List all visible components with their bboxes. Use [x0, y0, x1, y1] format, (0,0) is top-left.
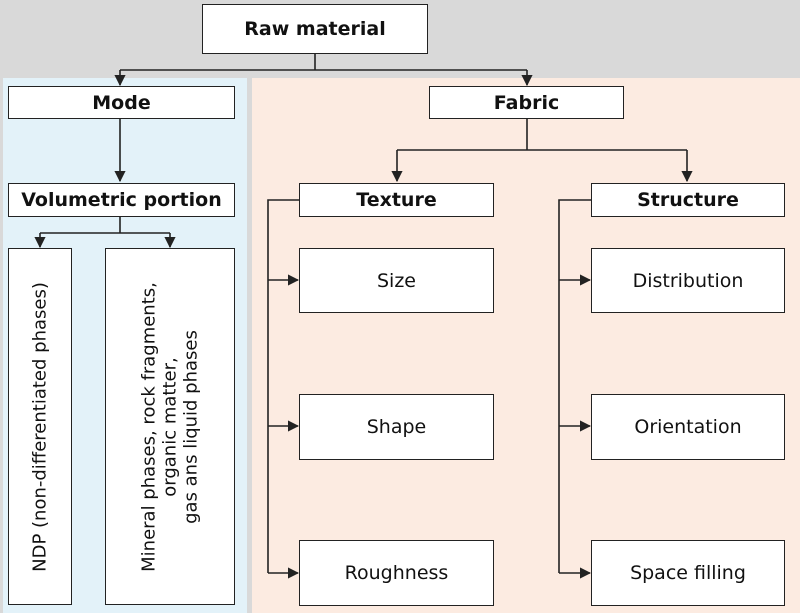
- raw-material-node: Raw material: [202, 4, 428, 54]
- fabric-panel: [252, 78, 800, 613]
- size-node: Size: [299, 248, 494, 313]
- shape-node: Shape: [299, 394, 494, 460]
- connector-structure: [558, 199, 591, 573]
- distribution-node: Distribution: [591, 248, 785, 313]
- texture-node: Texture: [299, 183, 494, 217]
- orientation-node: Orientation: [591, 394, 785, 460]
- roughness-node: Roughness: [299, 540, 494, 606]
- connector-fabric: [397, 118, 687, 151]
- ndp-label: NDP (non-differentiated phases): [29, 281, 51, 572]
- connector-texture: [267, 199, 299, 573]
- mineral-phases-label: Mineral phases, rock fragments, organic …: [139, 282, 202, 572]
- space-filling-node: Space filling: [591, 540, 785, 606]
- connector-raw-material: [120, 53, 527, 71]
- structure-node: Structure: [591, 183, 785, 217]
- connector-volumetric-portion: [40, 216, 170, 234]
- mineral-phases-line-1: Mineral phases, rock fragments,: [138, 281, 160, 572]
- mineral-phases-node: Mineral phases, rock fragments, organic …: [105, 248, 235, 605]
- mineral-phases-line-3: gas ans liquid phases: [180, 329, 202, 524]
- mineral-phases-line-2: organic matter,: [159, 356, 181, 497]
- fabric-node: Fabric: [429, 86, 624, 119]
- ndp-node: NDP (non-differentiated phases): [8, 248, 72, 605]
- volumetric-portion-node: Volumetric portion: [8, 183, 235, 217]
- mode-node: Mode: [8, 86, 235, 119]
